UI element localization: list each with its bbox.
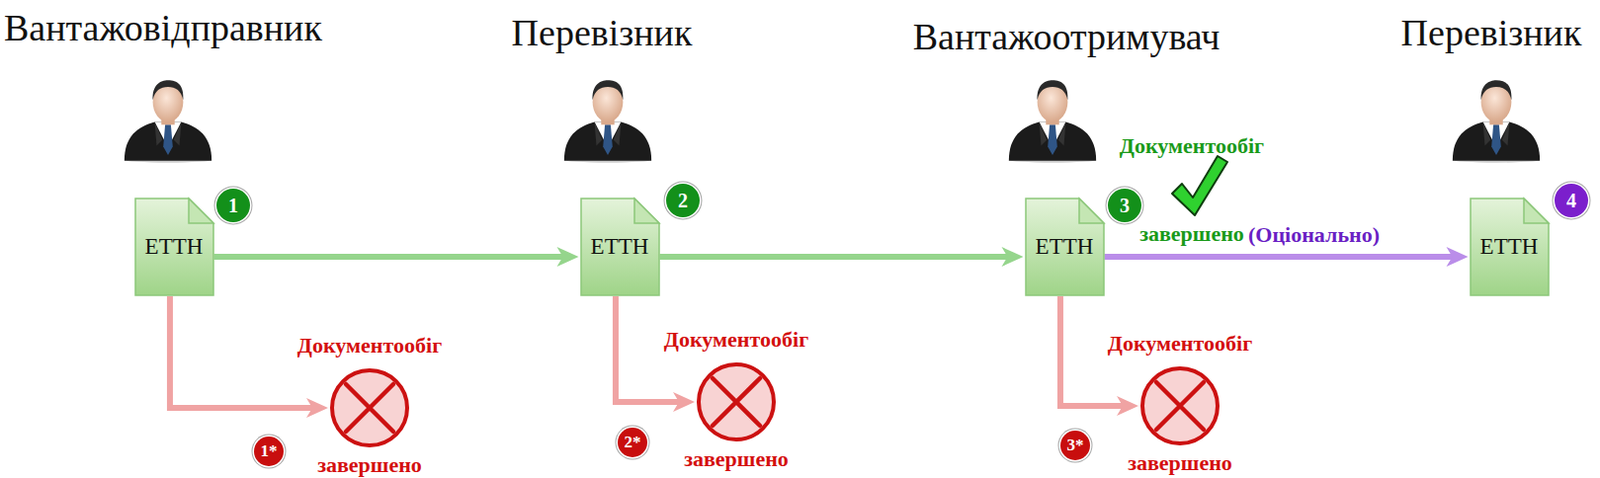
document-label: ЕТТН (145, 234, 204, 260)
document-fold (1523, 198, 1549, 224)
stop-cross (712, 378, 760, 426)
role-name: Вантажовідправник (3, 6, 323, 51)
role-name: Перевізник (1401, 11, 1583, 56)
callout-number: 2 (666, 183, 700, 218)
connector-line (660, 253, 1011, 260)
connector (214, 247, 580, 267)
document-fold (188, 198, 214, 224)
stop-symbol (695, 361, 777, 443)
document-outline (1025, 198, 1104, 296)
callout-number: 3 (1107, 188, 1142, 223)
connector-line (1104, 253, 1455, 260)
document-outline (135, 198, 214, 296)
arrow-head (673, 392, 695, 413)
document-fold (634, 198, 660, 224)
connector (615, 296, 695, 413)
person-icon (564, 80, 652, 164)
document-node: ЕТТН (1469, 197, 1550, 297)
document-node: ЕТТН (1024, 197, 1105, 297)
callout-number: 3* (1060, 430, 1091, 461)
callout-number: 2* (617, 427, 648, 458)
document-outline (581, 198, 660, 296)
callout-number: 1 (216, 188, 251, 223)
callout-number: 1* (253, 436, 284, 467)
callout-number: 4 (1554, 183, 1589, 218)
status-text: завершено (1139, 221, 1245, 247)
stop-symbol (1139, 365, 1221, 447)
stop-cross (345, 384, 394, 432)
status-text: Документообіг (1119, 133, 1264, 159)
stop-symbol (329, 367, 411, 449)
connector-line (169, 296, 315, 409)
terminated-node: Документообігзавершено (1139, 365, 1221, 447)
connector (1060, 296, 1139, 417)
document-node: ЕТТН (580, 197, 661, 297)
document-label: ЕТТН (1480, 234, 1539, 260)
role-name: Перевізник (511, 11, 693, 56)
document-label: ЕТТН (590, 234, 650, 260)
arrow-head (306, 398, 329, 419)
status-text: Документообіг (664, 327, 809, 352)
person-icon (1009, 80, 1096, 164)
stop-circle (332, 370, 408, 446)
document-fold (1079, 198, 1104, 224)
status-text: завершено (683, 446, 789, 472)
stop-circle (698, 364, 774, 440)
arrow-head (1446, 247, 1469, 267)
arrow-head (1116, 396, 1139, 417)
status-text: завершено (317, 452, 422, 478)
status-text: Документообіг (297, 333, 442, 358)
terminated-node: Документообігзавершено (695, 361, 777, 443)
arrow-head (557, 247, 580, 267)
stop-circle (1142, 368, 1218, 444)
person-icon (1452, 80, 1540, 164)
connector (1104, 247, 1469, 267)
connector (660, 247, 1024, 267)
terminated-node: Документообігзавершено (329, 367, 411, 449)
status-text: завершено (1127, 450, 1233, 476)
stop-cross (1156, 382, 1204, 430)
person-icon (124, 80, 212, 164)
edge-label: (Оціонально) (1248, 222, 1380, 248)
status-text: Документообіг (1107, 331, 1253, 356)
document-label: ЕТТН (1035, 234, 1095, 260)
arrow-head (1002, 247, 1024, 267)
document-node: ЕТТН (134, 197, 215, 297)
role-name: Вантажоотримувач (913, 15, 1221, 60)
connector-line (214, 253, 566, 260)
document-outline (1470, 198, 1549, 296)
check-mark (1172, 156, 1228, 216)
